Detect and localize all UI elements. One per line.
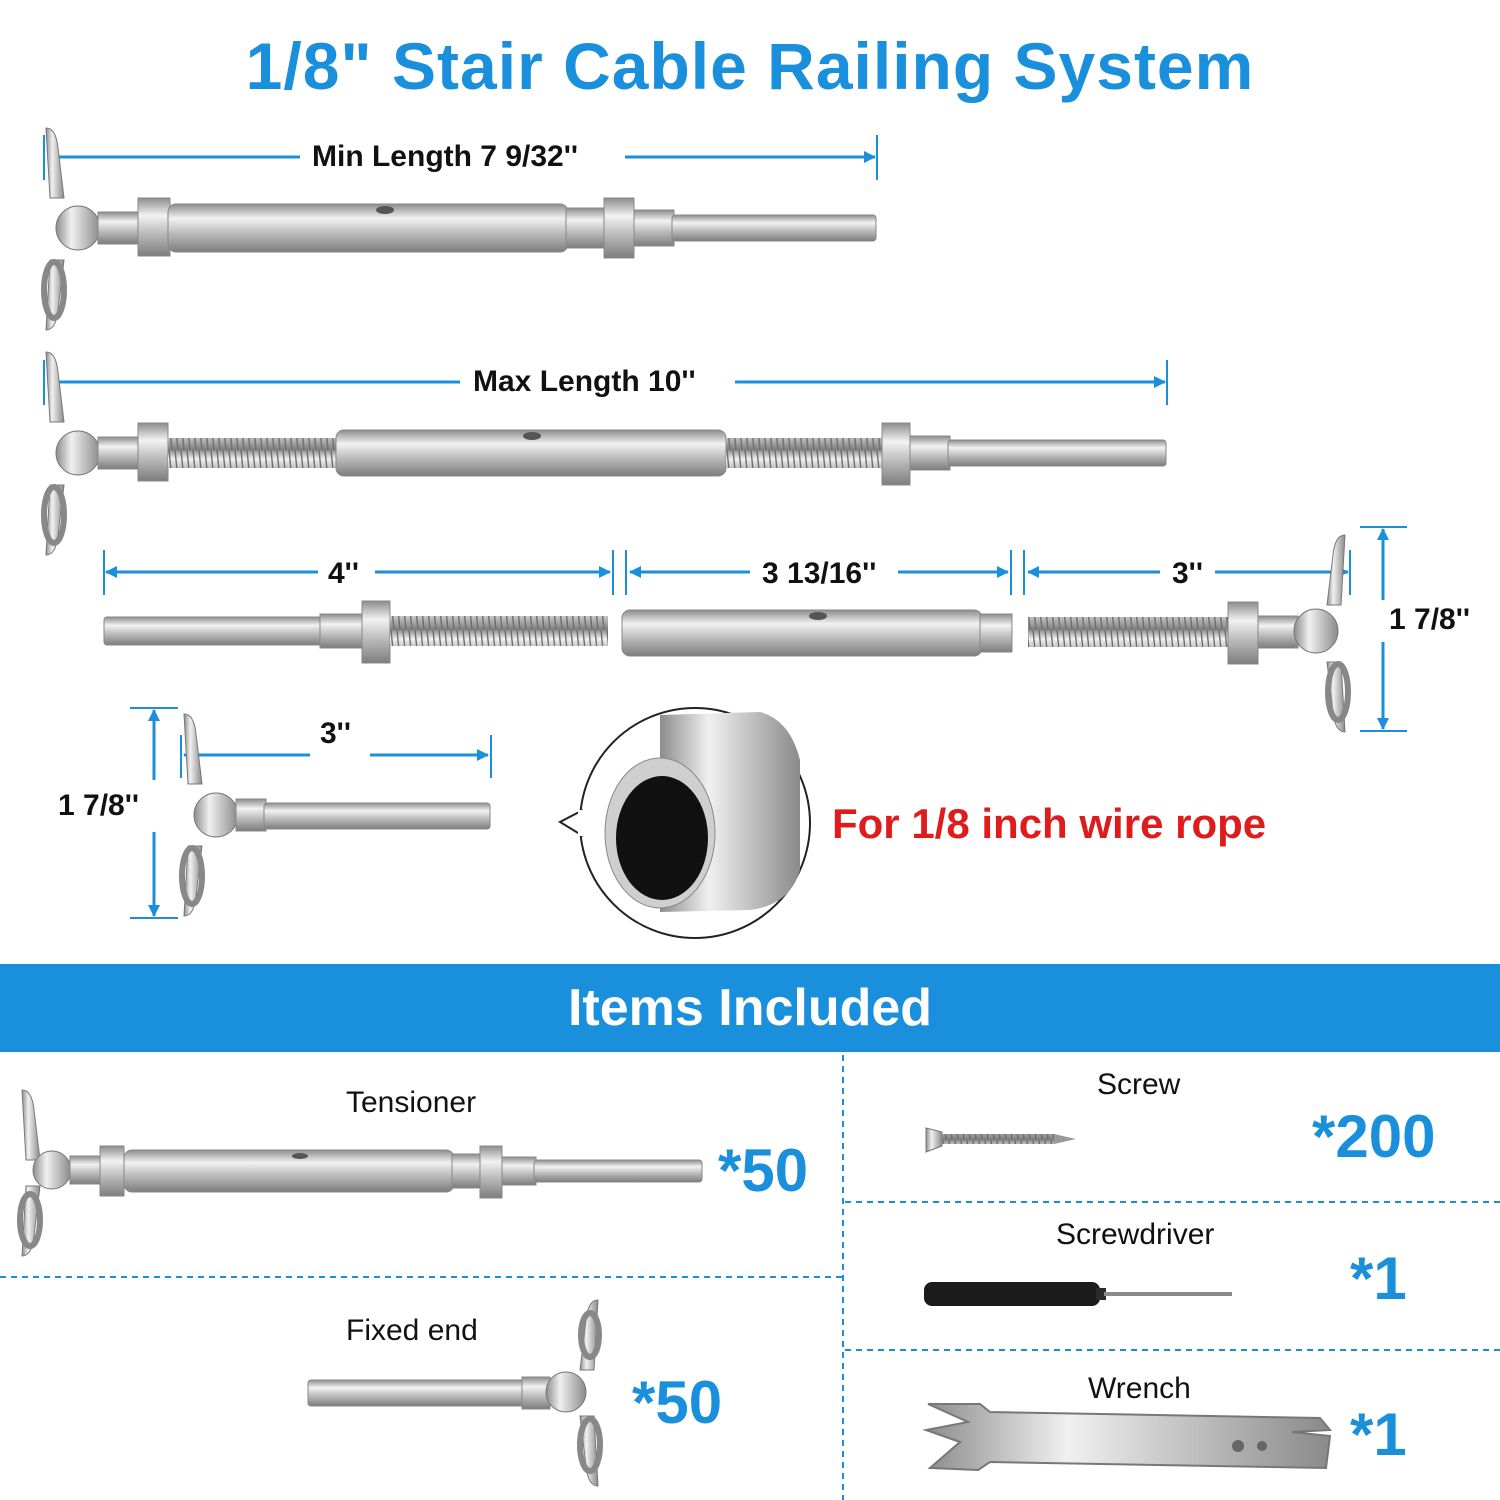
tensioner-max-drawing [41, 351, 1168, 556]
fixed-end-item-drawing [307, 1299, 603, 1487]
fixed-end-drawing [130, 707, 492, 919]
tensioner-min-drawing [41, 127, 878, 331]
item-screw-name: Screw [1097, 1068, 1181, 1101]
screw-item-drawing [925, 1127, 1076, 1153]
item-fixed-end-qty: *50 [632, 1369, 723, 1436]
max-length-label: Max Length 10'' [463, 364, 706, 400]
min-length-label: Min Length 7 9/32'' [302, 139, 588, 175]
item-tensioner-qty: *50 [718, 1137, 809, 1204]
wrench-item-drawing [922, 1403, 1333, 1472]
item-wrench-name: Wrench [1088, 1372, 1191, 1405]
item-wrench-qty: *1 [1350, 1401, 1407, 1468]
item-screwdriver-name: Screwdriver [1056, 1218, 1215, 1251]
part-a-label: 4'' [318, 556, 369, 592]
items-dividers [0, 1055, 1500, 1500]
item-screw-qty: *200 [1312, 1103, 1436, 1170]
height-right-label: 1 7/8'' [1385, 602, 1474, 638]
fixed-width-label: 3'' [320, 717, 351, 750]
fixed-height-label: 1 7/8'' [58, 789, 139, 822]
part-b-label: 3 13/16'' [752, 556, 887, 592]
item-fixed-end-name: Fixed end [346, 1314, 478, 1347]
screwdriver-item-drawing [924, 1282, 1232, 1306]
item-tensioner-name: Tensioner [346, 1086, 477, 1119]
item-screwdriver-qty: *1 [1350, 1245, 1407, 1312]
tube-closeup-callout [557, 707, 811, 939]
items-included-banner: Items Included [0, 964, 1500, 1052]
wire-rope-callout: For 1/8 inch wire rope [832, 800, 1267, 847]
part-c-label: 3'' [1162, 556, 1213, 592]
exploded-parts-drawing [103, 526, 1407, 733]
page-title: 1/8" Stair Cable Railing System [245, 29, 1255, 103]
tensioner-item-drawing [17, 1089, 703, 1257]
